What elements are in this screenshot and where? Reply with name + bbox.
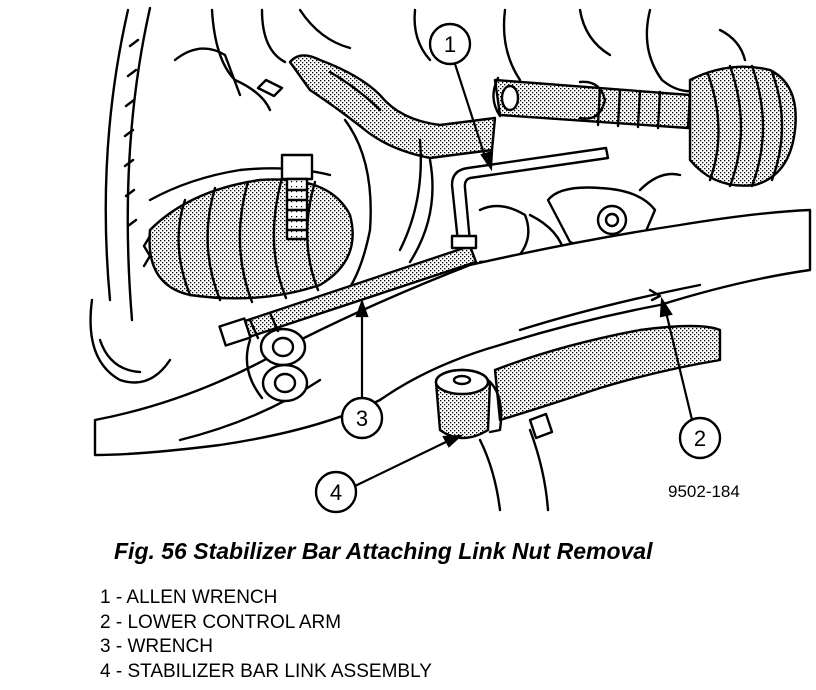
callout-2: 2 (678, 416, 722, 460)
callout-leaders (354, 63, 696, 487)
cv-boot-left (142, 176, 354, 304)
stabilizer-link-assembly (434, 368, 550, 512)
figure-id-code: 9502-184 (668, 482, 740, 501)
legend-item: 2 - LOWER CONTROL ARM (100, 611, 342, 633)
callout-3: 3 (340, 396, 384, 440)
control-arm-bushing (245, 327, 309, 403)
legend-item: 3 - WRENCH (100, 636, 213, 657)
upper-bracket (288, 54, 497, 160)
tie-rod (492, 76, 692, 130)
callout-4: 4 (314, 470, 358, 514)
cv-boot-right (688, 64, 797, 188)
control-arm-underside (493, 324, 722, 440)
callout-3-number: 3 (356, 406, 368, 431)
callout-1-number: 1 (444, 32, 456, 57)
parts-legend: 1 - ALLEN WRENCH 2 - LOWER CONTROL ARM 3… (100, 586, 432, 684)
stud-bolt (280, 153, 314, 241)
figure-caption: Fig. 56 Stabilizer Bar Attaching Link Nu… (114, 538, 653, 564)
legend-item: 4 - STABILIZER BAR LINK ASSEMBLY (100, 660, 432, 682)
legend-item: 1 - ALLEN WRENCH (100, 587, 278, 608)
suspension-illustration: 1 2 3 4 9502-184 (89, 6, 812, 514)
wrench-tool (218, 244, 478, 347)
allen-wrench-tool (450, 146, 610, 250)
brake-hose (338, 118, 434, 302)
wheel-rotor (89, 6, 172, 384)
callout-2-number: 2 (694, 426, 706, 451)
callout-4-number: 4 (330, 480, 342, 505)
callout-1: 1 (428, 22, 472, 66)
